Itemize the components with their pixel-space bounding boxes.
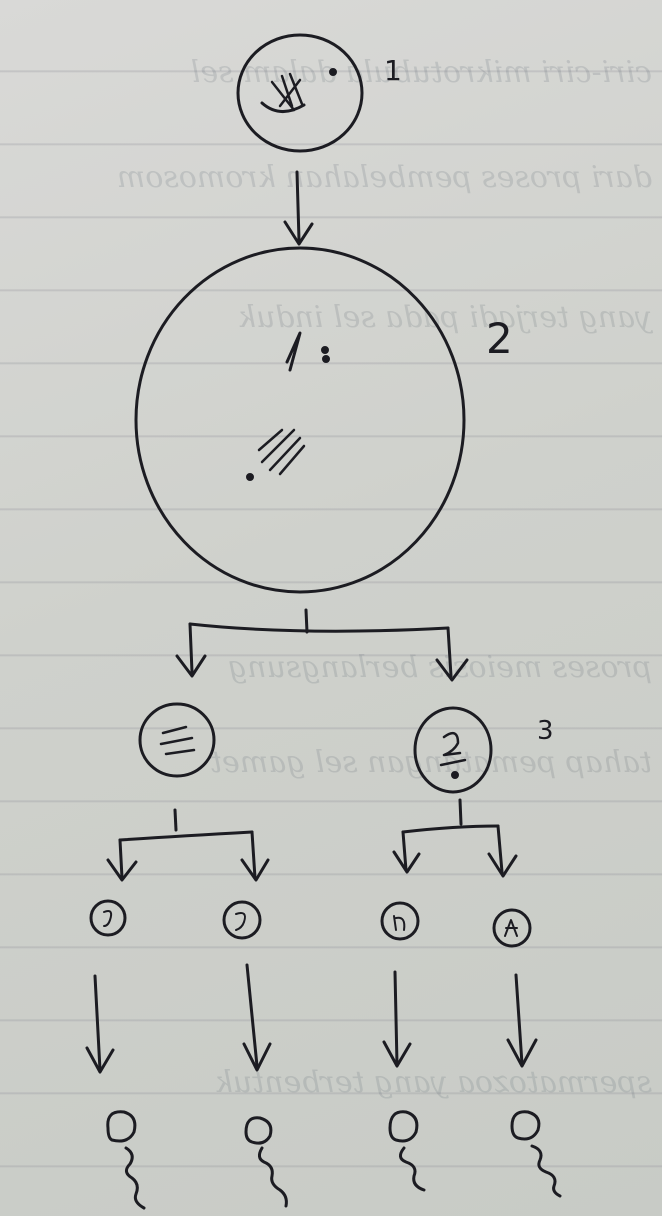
arrow-to-sperm-2 bbox=[242, 963, 272, 1072]
chromosome-mark bbox=[442, 731, 462, 757]
chromosome-mark bbox=[159, 725, 196, 756]
chromosome-mark bbox=[439, 758, 467, 767]
branch-stage3-right bbox=[392, 798, 518, 878]
stage-2-cell bbox=[134, 246, 466, 594]
sperm-cell-4 bbox=[510, 1110, 562, 1198]
chromosome-mark bbox=[270, 72, 304, 112]
sperm-cell-3 bbox=[388, 1110, 426, 1192]
stage-label-1: 1 bbox=[384, 54, 402, 87]
branch-stage2 bbox=[175, 608, 469, 682]
nucleus-dot bbox=[321, 346, 329, 354]
stage-label-3: 3 bbox=[537, 716, 554, 746]
stage-4-cell-2 bbox=[222, 900, 262, 940]
nucleus-dot bbox=[322, 355, 330, 363]
stage-4-cell-3 bbox=[380, 901, 420, 941]
stage-4-cell-4 bbox=[492, 908, 532, 948]
arrow-to-sperm-3 bbox=[382, 970, 412, 1068]
sperm-cell-2 bbox=[244, 1116, 288, 1208]
sperm-cell-1 bbox=[106, 1110, 146, 1210]
stage-4-cell-1 bbox=[89, 899, 127, 937]
arrow-to-sperm-4 bbox=[506, 973, 538, 1068]
chromosome-mark bbox=[285, 331, 302, 372]
stage-1-cell bbox=[236, 33, 364, 153]
stage-3-cell-left bbox=[138, 702, 216, 778]
nucleus-dot bbox=[329, 68, 337, 76]
arrow-to-sperm-1 bbox=[85, 974, 115, 1074]
chromosome-mark bbox=[260, 101, 306, 113]
nucleus-dot bbox=[451, 771, 459, 779]
nucleus-dot bbox=[246, 473, 254, 481]
stage-3-cell-right bbox=[413, 706, 493, 794]
chromosome-mark bbox=[257, 428, 306, 476]
arrow-stage1-to-stage2 bbox=[283, 170, 314, 246]
stage-label-2: 2 bbox=[486, 314, 513, 363]
branch-stage3-left bbox=[106, 808, 270, 882]
